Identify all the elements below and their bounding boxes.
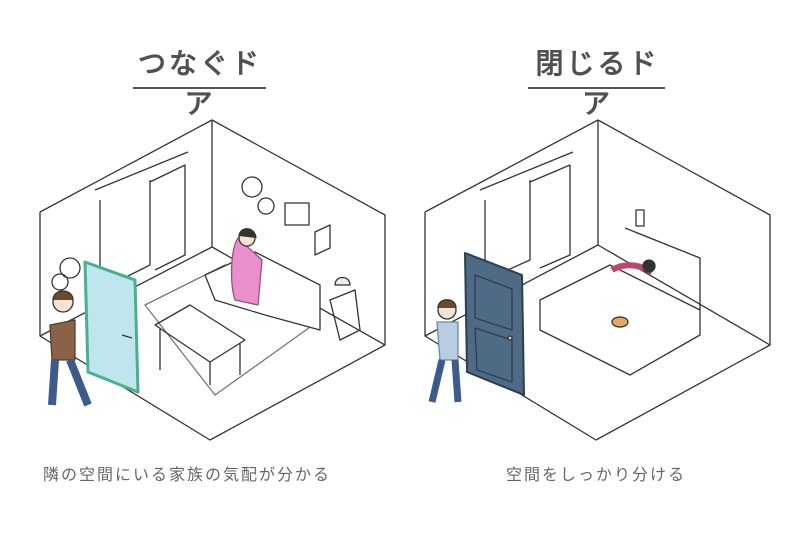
right-caption: 空間をしっかり分ける [506,465,687,484]
connecting-door-room-illustration [39,119,386,441]
left-title: つなぐドア [137,47,262,120]
right-title: 閉じるドア [535,47,660,120]
left-title-underline [133,87,266,89]
left-caption: 隣の空間にいる家族の気配が分かる [43,465,332,484]
right-title-underline [528,87,665,89]
closing-door-room-illustration [424,119,771,441]
